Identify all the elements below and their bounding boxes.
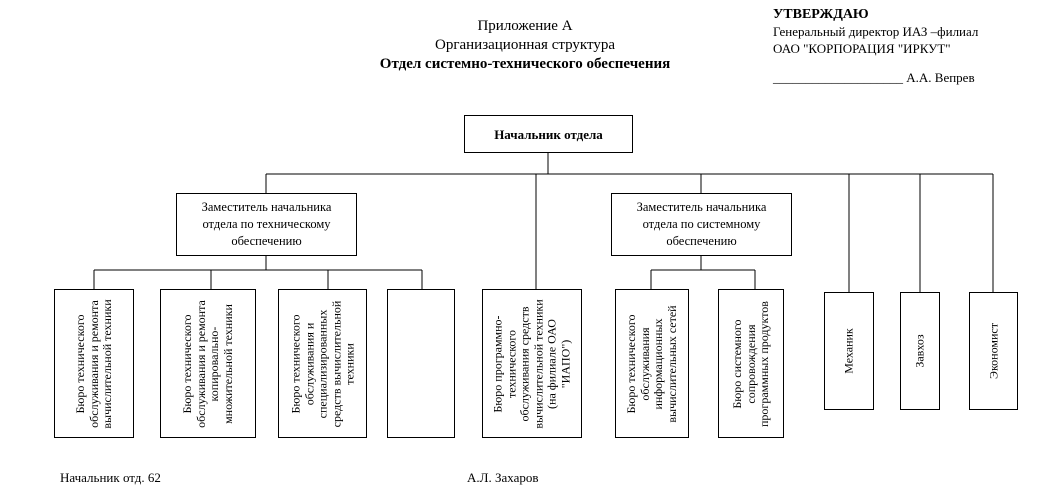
bureau-repair-box: Бюро технического обслуживания и ремонта… [54,289,134,438]
economist-box: Экономист [969,292,1018,410]
mechanic-box: Механик [824,292,874,410]
footer-position: Начальник отд. 62 [60,470,161,485]
approval-organization: ОАО "КОРПОРАЦИЯ "ИРКУТ" [773,41,951,56]
storekeeper-label: Завхоз [912,334,927,368]
approval-heading: УТВЕРЖДАЮ [773,7,869,22]
approval-position: Генеральный директор ИАЗ –филиал [773,24,979,39]
structure-subtitle: Организационная структура [435,37,615,53]
bureau-system-support-label: Бюро системного сопровождения программны… [729,300,771,427]
approval-block: УТВЕРЖДАЮ Генеральный директор ИАЗ –фили… [773,6,1039,86]
bureau-networks-box: Бюро технического обслуживания информаци… [615,289,689,438]
deputy-technical-box: Заместитель начальника отдела по техниче… [176,193,357,256]
deputy-system-label: Заместитель начальника отдела по системн… [636,200,767,248]
approval-signature: ____________________ А.А. Вепрев [773,70,975,85]
economist-label: Экономист [985,323,1000,379]
document-title: Приложение А Организационная структура О… [330,17,720,74]
empty-unit-box [387,289,455,438]
mechanic-label: Механик [841,328,856,374]
department-head-label: Начальник отдела [494,126,603,142]
department-head-box: Начальник отдела [464,115,633,153]
footer-signatory: А.Л. Захаров [467,470,539,485]
bureau-system-support-box: Бюро системного сопровождения программны… [718,289,784,438]
department-title: Отдел системно-технического обеспечения [379,56,671,72]
bureau-software-box: Бюро программно-технического обслуживани… [482,289,582,438]
bureau-software-label: Бюро программно-технического обслуживани… [490,298,573,429]
bureau-networks-label: Бюро технического обслуживания информаци… [624,304,679,423]
bureau-special-box: Бюро технического обслуживания и специал… [278,289,367,438]
bureau-copy-box: Бюро технического обслуживания и ремонта… [160,289,256,438]
deputy-system-box: Заместитель начальника отдела по системн… [611,193,792,256]
appendix-title: Приложение А [477,18,573,34]
bureau-copy-label: Бюро технического обслуживания и ремонта… [180,299,235,428]
bureau-repair-label: Бюро технического обслуживания и ремонта… [72,298,114,429]
deputy-technical-label: Заместитель начальника отдела по техниче… [201,200,332,248]
storekeeper-box: Завхоз [900,292,940,410]
bureau-special-label: Бюро технического обслуживания и специал… [287,300,356,427]
